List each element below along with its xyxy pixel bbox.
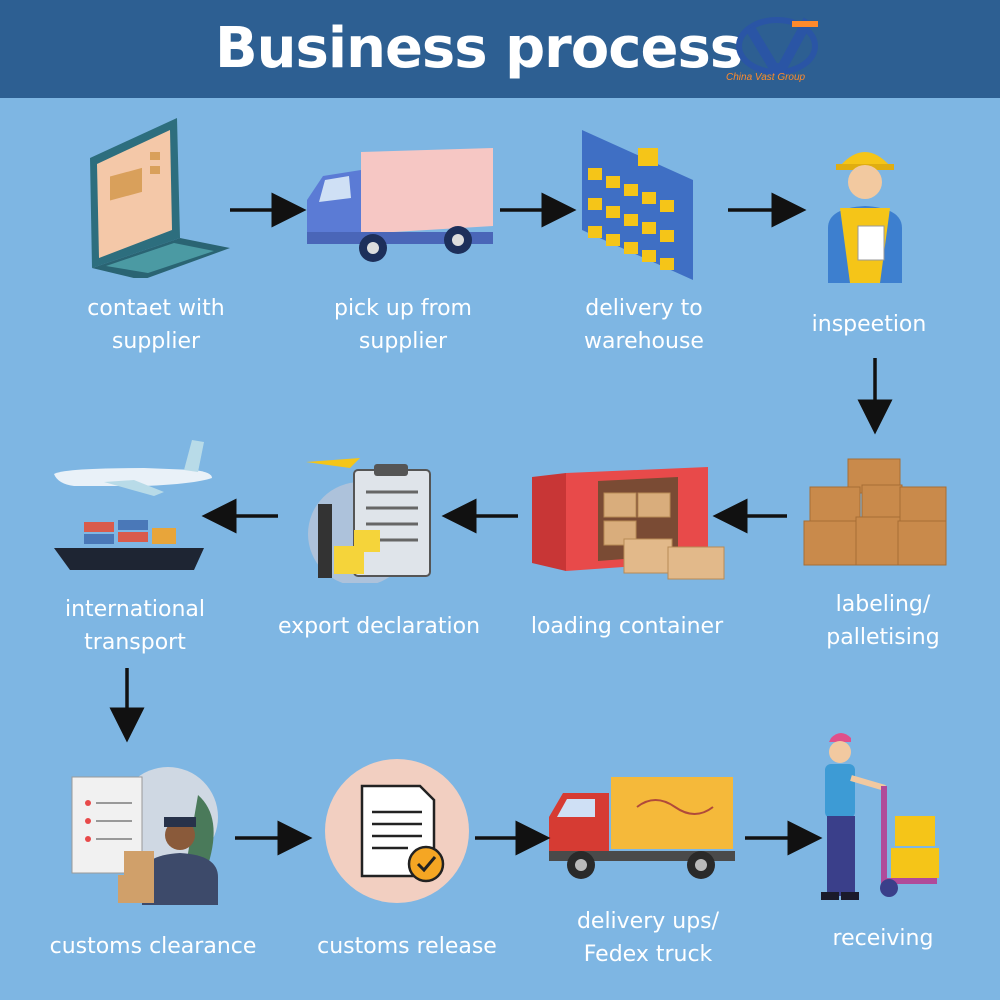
step-label: customs clearance (49, 934, 257, 959)
customs-officer-icon (71, 767, 218, 905)
step-label: loading container (530, 614, 724, 639)
clipboard-icon (306, 458, 431, 583)
step-label: pick up from supplier (333, 296, 472, 354)
logo-text: China Vast Group (726, 72, 806, 83)
boxes-stack-icon (803, 458, 947, 566)
logo-icon (736, 17, 818, 75)
plane-ship-icon (54, 440, 212, 570)
laptop-icon (90, 118, 230, 278)
step-label: labeling/ palletising (826, 592, 940, 650)
step-label: customs release (317, 934, 497, 959)
step-label: international transport (64, 597, 206, 655)
step-label: contaet with supplier (87, 296, 225, 354)
step-label: inspeetion (811, 312, 927, 337)
delivery-truck-icon (549, 777, 735, 879)
warehouse-shelves-icon (582, 130, 693, 280)
step-label: receiving (832, 926, 934, 951)
step-label: delivery ups/ Fedex truck (576, 909, 720, 967)
van-icon (307, 148, 493, 262)
header-bar (0, 0, 1000, 98)
document-check-icon (325, 759, 469, 903)
inspector-icon (828, 152, 902, 283)
step-label: delivery to warehouse (584, 296, 704, 354)
page-title: Business process (215, 16, 743, 81)
container-icon (532, 467, 725, 580)
step-label: export declaration (277, 614, 481, 639)
hand-truck-icon (821, 733, 939, 900)
